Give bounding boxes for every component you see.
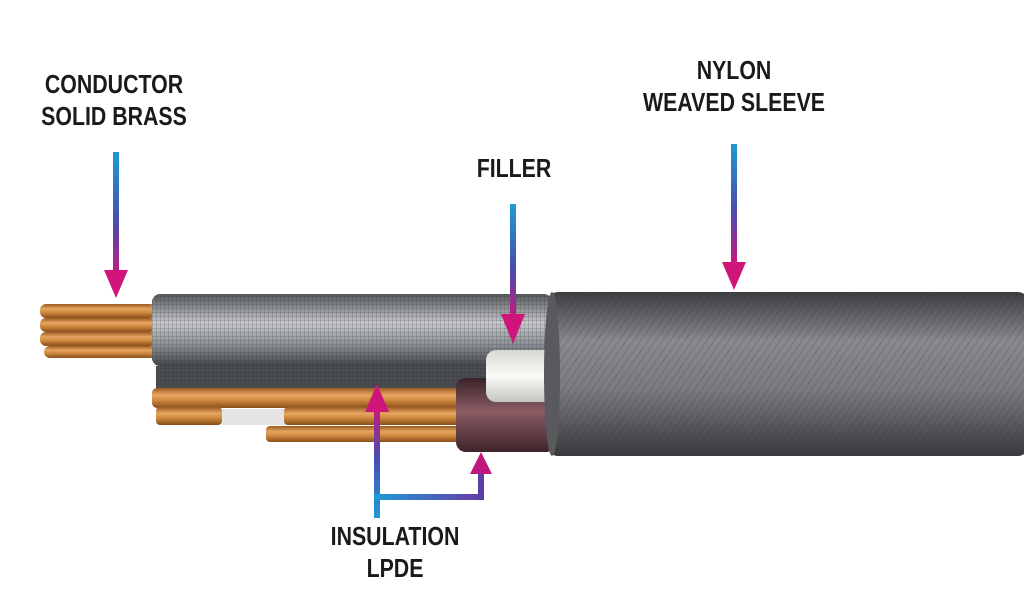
conductor-wires-top: [40, 304, 156, 358]
label-insulation: INSULATION LPDE: [319, 520, 472, 584]
arrow-conductor: [104, 152, 128, 298]
label-filler: FILLER: [463, 152, 565, 184]
label-sleeve: NYLON WEAVED SLEEVE: [634, 54, 834, 118]
label-filler-line1: FILLER: [476, 153, 552, 183]
label-sleeve-line1: NYLON: [696, 55, 772, 85]
arrow-filler: [501, 204, 525, 344]
conductor-wires-bottom: [152, 388, 462, 442]
label-conductor: CONDUCTOR SOLID BRASS: [34, 68, 195, 132]
braided-shield: [152, 294, 552, 388]
label-conductor-line1: CONDUCTOR: [44, 69, 184, 99]
filler-core: [486, 350, 556, 402]
label-conductor-line2: SOLID BRASS: [41, 101, 187, 131]
label-insulation-line1: INSULATION: [330, 521, 460, 551]
nylon-sleeve: [544, 292, 1024, 456]
label-sleeve-line2: WEAVED SLEEVE: [642, 87, 826, 117]
arrow-insulation: [365, 384, 492, 518]
arrow-sleeve: [722, 144, 746, 290]
label-insulation-line2: LPDE: [366, 553, 424, 583]
